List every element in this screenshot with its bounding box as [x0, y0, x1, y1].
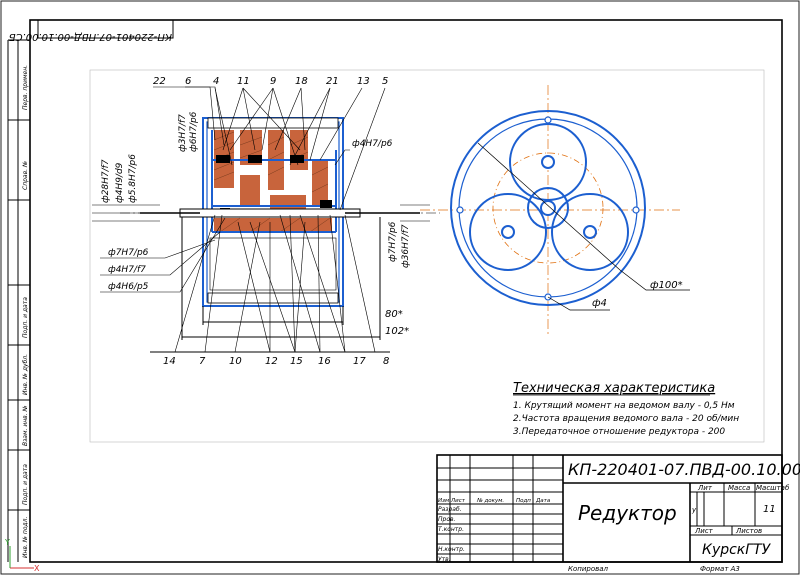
side-label-4: Инв. № дубл.	[22, 354, 29, 395]
sheet-label: Лист	[694, 527, 714, 535]
side-label-2: Справ. №	[22, 161, 29, 190]
side-strip: Перв. примен. Справ. № Подп. и дата Инв.…	[7, 39, 30, 562]
axis-y-label: Y	[4, 538, 10, 547]
tech-title: Техническая характеристика	[513, 381, 715, 396]
callout-18: 18	[295, 76, 308, 87]
role-checker: Пров.	[438, 516, 456, 523]
callout-9: 9	[270, 76, 276, 87]
side-label-5: Взам. инв. №	[22, 405, 29, 446]
fit-6H7p6: ф6H7/p6	[189, 111, 199, 152]
side-label-3: Подп. и дата	[22, 297, 29, 338]
fit-4H7p6: ф4H7/p6	[352, 139, 393, 149]
side-label-1: Перв. примен.	[22, 65, 29, 110]
callout-15: 15	[290, 356, 303, 367]
callout-22: 22	[153, 76, 166, 87]
callout-8: 8	[383, 356, 389, 367]
col-mass: Масса	[728, 484, 750, 492]
header-izm: Изм	[438, 498, 449, 504]
callout-10: 10	[229, 356, 242, 367]
tech-characteristics: Техническая характеристика 1. Крутящий м…	[513, 381, 739, 437]
hole-label: ф4	[592, 298, 607, 309]
dim-102: 102*	[385, 326, 409, 337]
fit-7H7p6-left: ф7H7/p6	[108, 248, 149, 258]
rotated-stamp: КП-220401-07.ПВД-00.10.00.СБ	[9, 19, 174, 42]
doc-code: КП-220401-07.ПВД-00.10.00.СБ	[568, 460, 800, 479]
role-developer: Разраб.	[438, 506, 462, 513]
role-tcontrol: Т.контр.	[438, 526, 464, 533]
rotated-doc-code: КП-220401-07.ПВД-00.10.00.СБ	[9, 31, 172, 42]
tech-line-3: 3.Передаточное отношение редуктора - 200	[513, 427, 725, 437]
axis-indicator: X Y	[4, 538, 40, 573]
side-label-7: Инв. № подл.	[22, 517, 29, 558]
axis-x-label: X	[34, 564, 40, 573]
fit-36H7f7: ф36H7/f7	[401, 224, 411, 268]
tech-line-1: 1. Крутящий момент на ведомом валу - 0,5…	[513, 401, 735, 411]
fit-58H7p6: ф5.8H7/p6	[128, 154, 138, 203]
role-approved: Утв.	[438, 556, 451, 563]
header-doc: № докум.	[476, 498, 504, 504]
fit-28H7f7: ф28H7/f7	[101, 159, 111, 203]
callout-4: 4	[213, 76, 219, 87]
lit-value: у	[691, 506, 697, 514]
end-view: ф100* ф4	[420, 85, 690, 335]
sheets-label: Листов	[735, 527, 762, 535]
callout-21: 21	[326, 76, 339, 87]
drawing-name: Редуктор	[578, 501, 677, 525]
dim-80: 80*	[385, 309, 403, 320]
fit-4H9d9: ф4H9/d9	[115, 162, 125, 203]
fit-4H7f7: ф4H7/f7	[108, 265, 146, 275]
organization: КурскГТУ	[702, 542, 772, 558]
callout-11: 11	[237, 76, 250, 87]
callout-14: 14	[163, 356, 176, 367]
callout-5: 5	[382, 76, 388, 87]
header-sign: Подп	[516, 498, 531, 504]
side-label-6: Подп. и дата	[22, 464, 29, 505]
callout-17: 17	[353, 356, 366, 367]
callout-16: 16	[318, 356, 331, 367]
col-scale: Масштаб	[756, 484, 790, 492]
tech-line-2: 2.Частота вращения ведомого вала - 20 об…	[513, 414, 739, 424]
diameter-label: ф100*	[650, 280, 683, 291]
col-lit: Лит	[697, 484, 713, 492]
title-block: КП-220401-07.ПВД-00.10.00.СБ Редуктор Ку…	[436, 454, 800, 573]
header-date: Дата	[535, 498, 551, 504]
fit-7H7p6-right: ф7H7/p6	[388, 221, 398, 262]
callout-6: 6	[185, 76, 191, 87]
fit-3H7f7: ф3H7/f7	[178, 114, 188, 152]
callout-7: 7	[199, 356, 206, 367]
fit-4H6p5: ф4H6/p5	[108, 282, 149, 292]
callout-12: 12	[265, 356, 278, 367]
section-view: 80* 102*	[92, 76, 440, 367]
format-label: Формат А3	[700, 565, 740, 573]
inner-frame	[29, 19, 783, 563]
copied-label: Копировал	[568, 565, 609, 573]
callout-13: 13	[357, 76, 370, 87]
header-list: Лист	[450, 498, 466, 504]
role-ncontrol: Н.контр.	[438, 546, 465, 553]
scale-value: 11	[763, 504, 776, 515]
